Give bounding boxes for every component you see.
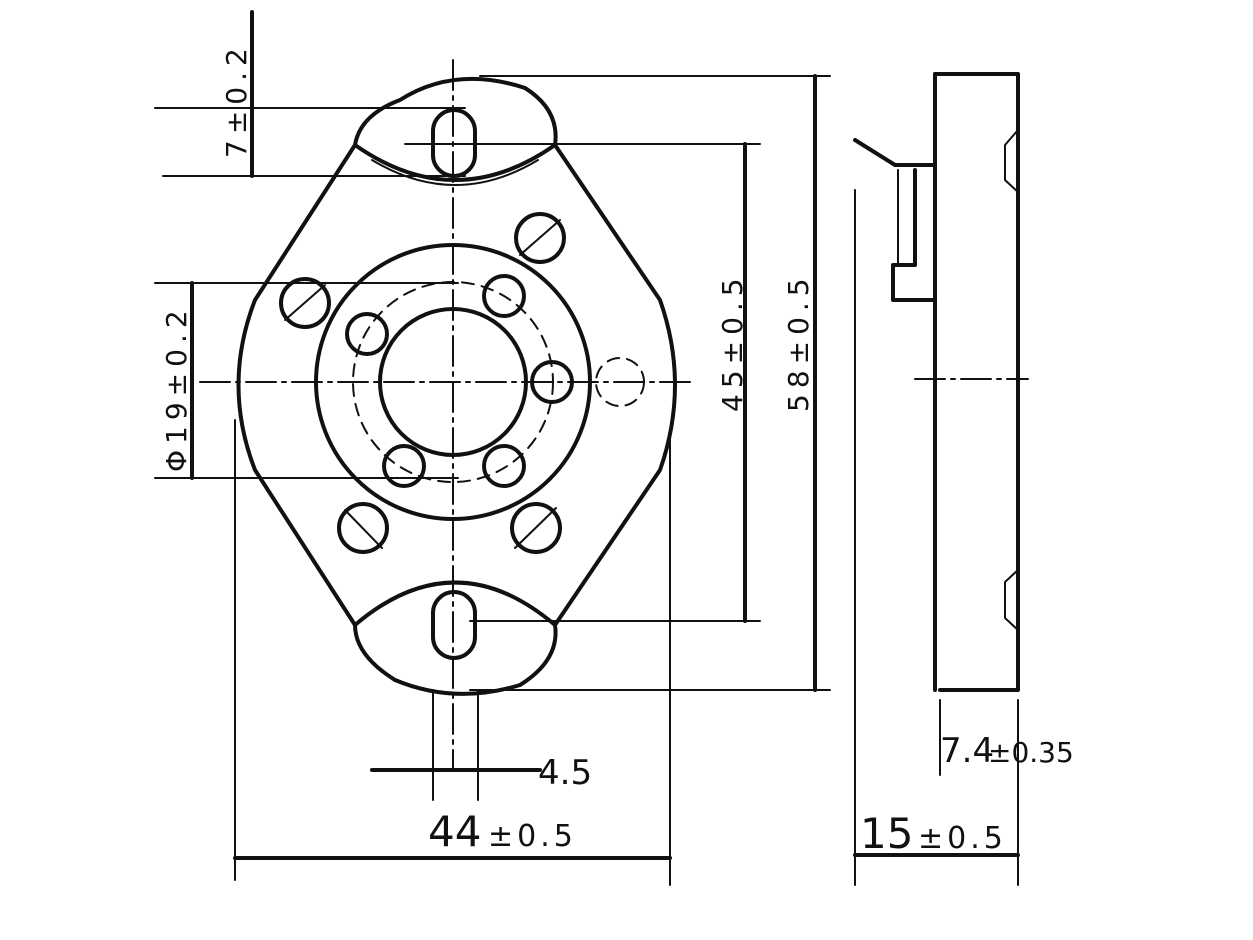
height-tol: ±0.5 [918, 821, 1007, 856]
side-body [933, 72, 1020, 692]
side-contact [853, 138, 937, 302]
contact-hole [279, 277, 331, 329]
lug-width-label: 4.5 [538, 753, 592, 793]
pin-hole [482, 274, 526, 318]
hole-spacing-label: 45±0.5 [716, 272, 749, 412]
pin-hole [482, 444, 526, 488]
top-lug-arc-inner [371, 159, 539, 186]
contact-hole [337, 502, 389, 554]
bore-diameter-label: Φ19±0.2 [160, 304, 193, 472]
pin-offset-tol: ±0.35 [988, 736, 1074, 769]
plate-outline [236, 76, 677, 696]
overall-width-tol: ±0.5 [488, 819, 577, 854]
height-main: 15 [860, 809, 913, 858]
bottom-lug-arc [353, 580, 557, 627]
contact-hole [510, 502, 562, 554]
pin-offset-main: 7.4 [940, 731, 994, 771]
overall-width-main: 44 [428, 807, 481, 856]
top-lug-arc [353, 143, 557, 182]
overall-length-label: 58±0.5 [782, 272, 815, 412]
pin-hole [345, 312, 389, 356]
contact-hole [514, 212, 566, 264]
dimension-labels: 7±0.2 Φ19±0.2 45±0.5 58±0.5 4.5 44 ±0.5 … [160, 42, 1074, 858]
slot-width-label: 7±0.2 [220, 42, 253, 158]
side-view [853, 72, 1029, 886]
pin-hole [382, 444, 426, 488]
front-dimension-lines [154, 10, 831, 886]
